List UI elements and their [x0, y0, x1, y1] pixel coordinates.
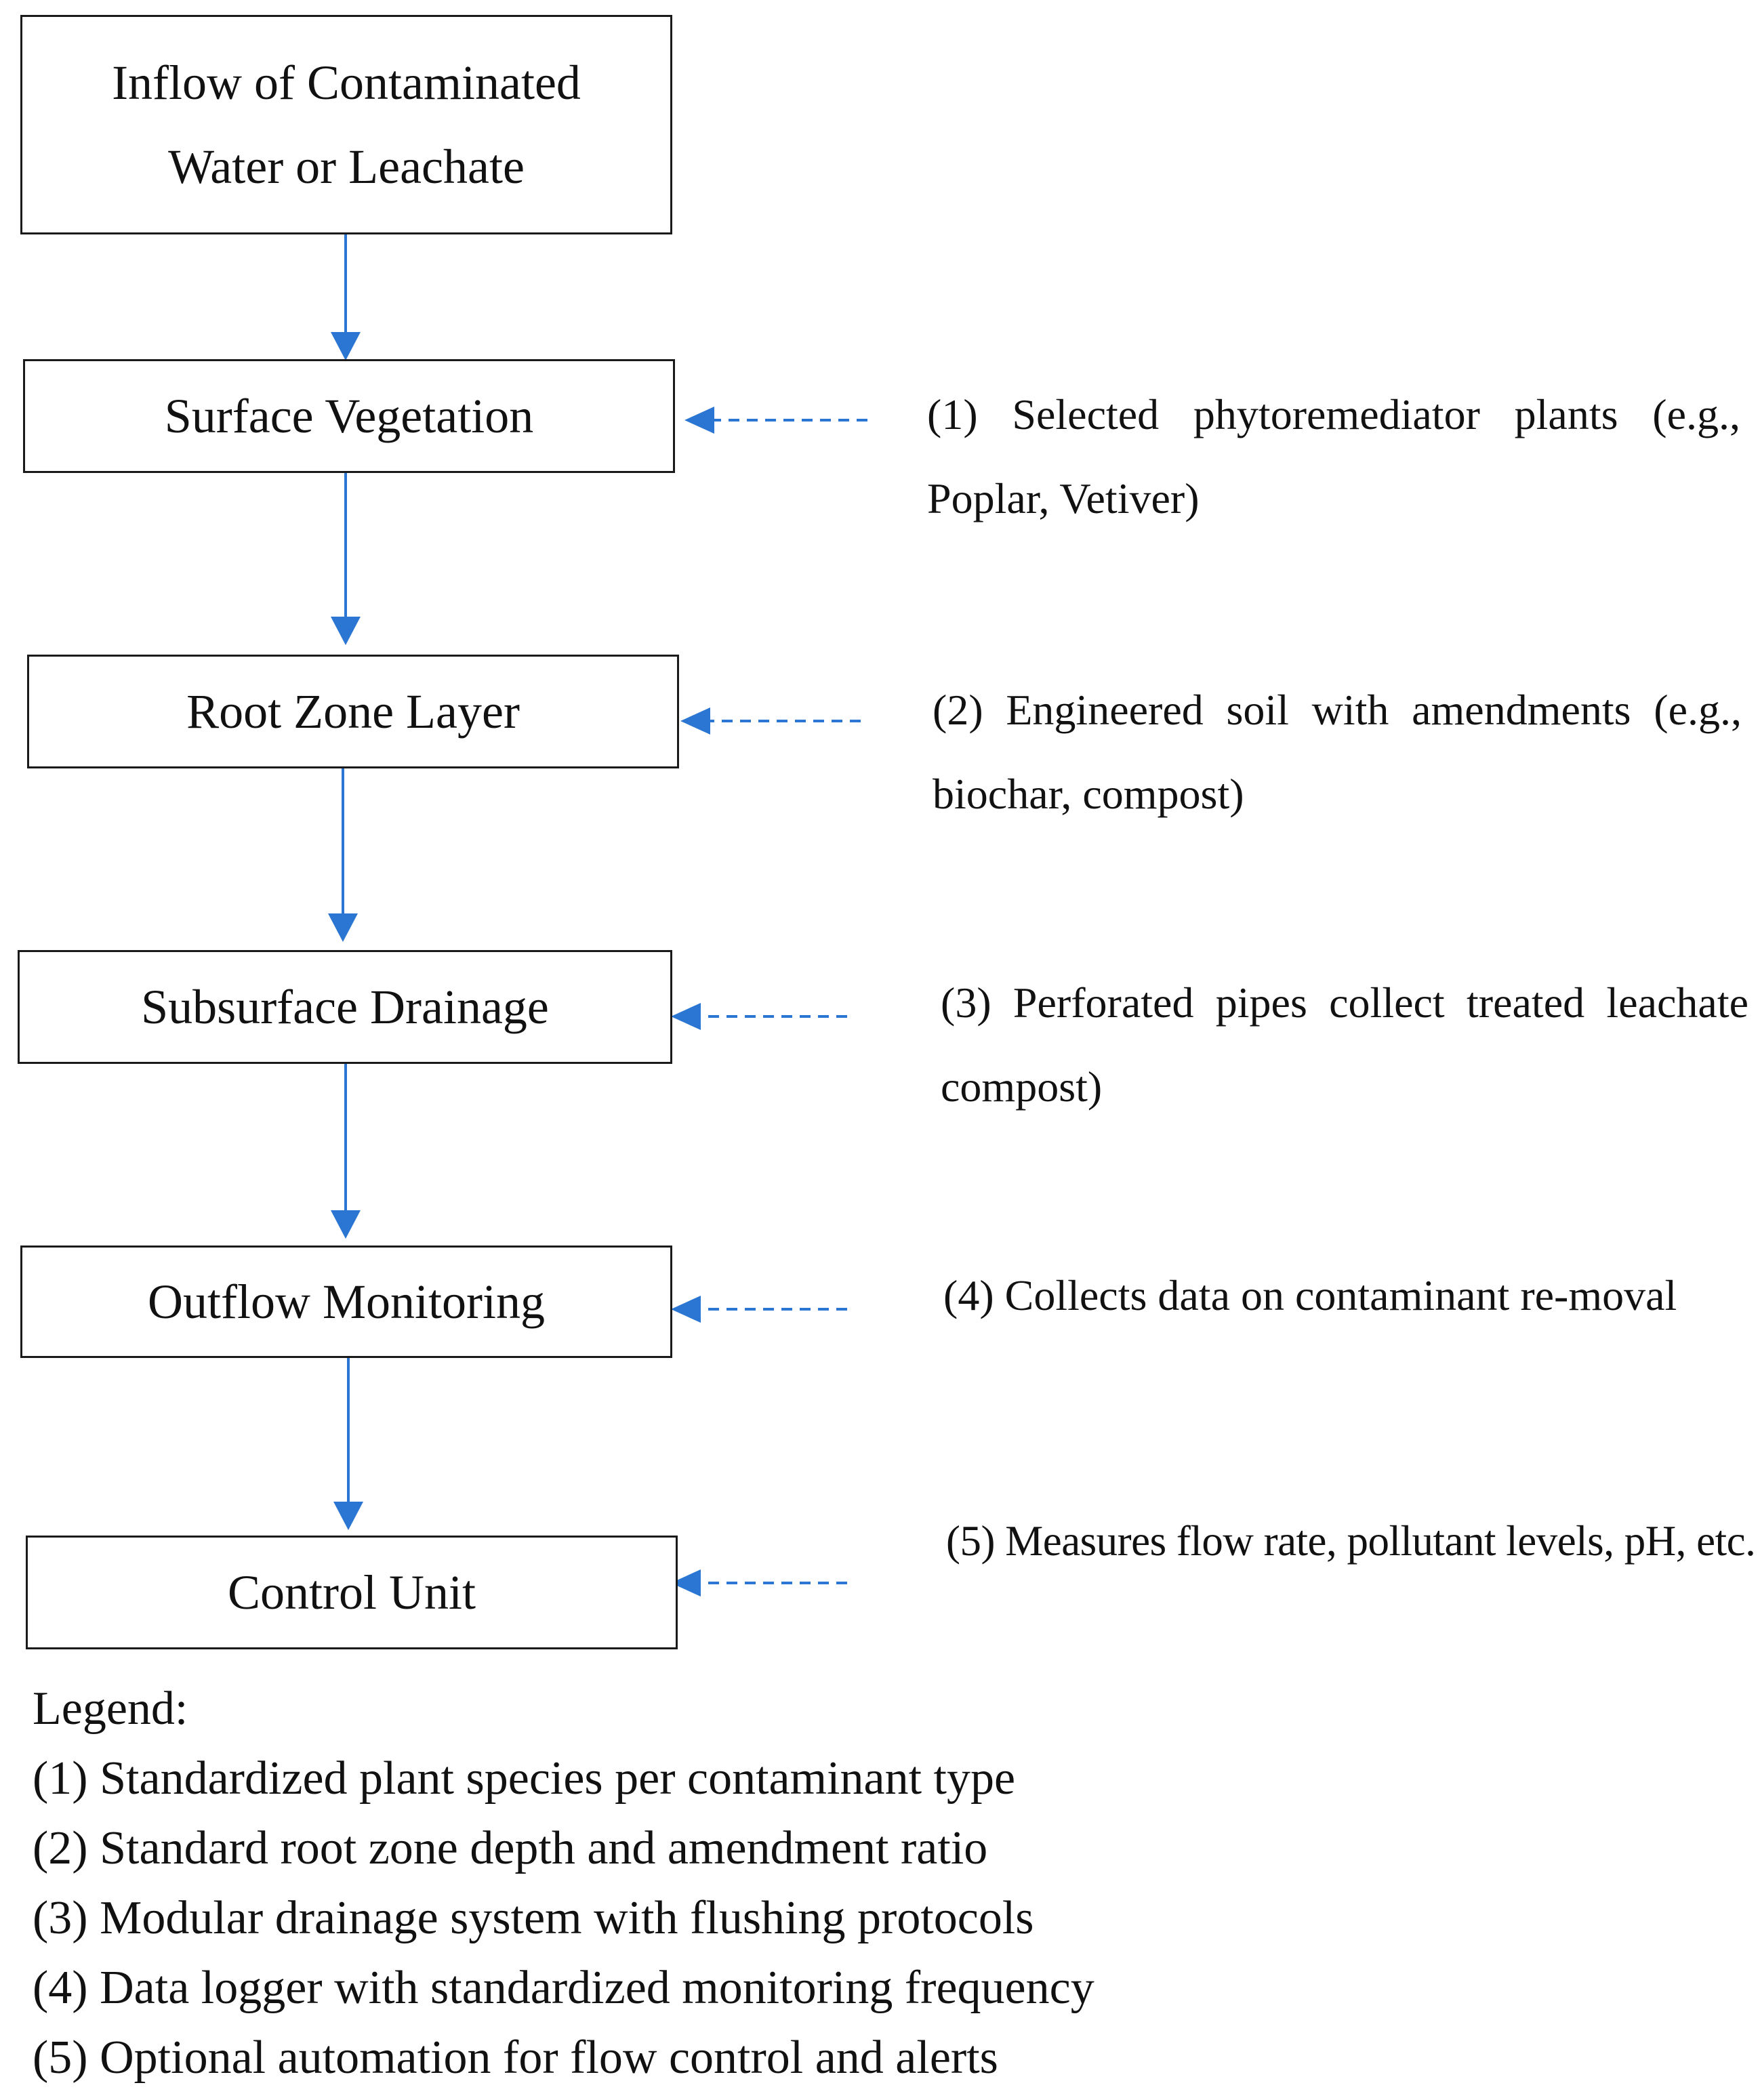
surface-vegetation-label: Surface Vegetation	[164, 389, 534, 443]
dashed-arrow-3	[671, 1003, 847, 1030]
flow-arrow-1	[331, 234, 361, 361]
legend-item-2: (2) Standard root zone depth and amendme…	[33, 1822, 988, 1874]
annotation-3: (3) Perforated pipes collect treated lea…	[941, 979, 1748, 1111]
legend-title: Legend:	[33, 1683, 188, 1735]
dashed-arrow-5	[671, 1569, 847, 1597]
dashed-arrow-1	[684, 407, 867, 434]
annotation-5: (5) Measures flow rate, pollutant levels…	[946, 1517, 1756, 1565]
inflow-box: Inflow of Contaminated Water or Leachate	[20, 15, 672, 234]
legend-item-1: (1) Standardized plant species per conta…	[33, 1752, 1016, 1805]
outflow-monitoring-label: Outflow Monitoring	[148, 1275, 545, 1329]
surface-vegetation-box: Surface Vegetation	[23, 359, 675, 473]
subsurface-drainage-label: Subsurface Drainage	[141, 980, 549, 1034]
legend-item-5: (5) Optional automation for flow control…	[33, 2032, 998, 2084]
inflow-label: Inflow of Contaminated Water or Leachate	[112, 56, 581, 194]
dashed-arrow-4	[671, 1296, 847, 1323]
subsurface-drainage-box: Subsurface Drainage	[18, 950, 672, 1064]
annotation-2: (2) Engineered soil with amendments (e.g…	[933, 686, 1742, 818]
control-unit-label: Control Unit	[227, 1565, 476, 1620]
annotation-1: (1) Selected phytoremediator plants (e.g…	[927, 390, 1740, 522]
legend-item-4: (4) Data logger with standardized monito…	[33, 1962, 1094, 2014]
flow-arrow-2	[331, 473, 361, 645]
root-zone-layer-box: Root Zone Layer	[27, 655, 679, 768]
legend-item-3: (3) Modular drainage system with flushin…	[33, 1892, 1034, 1944]
legend: Legend: (1) Standardized plant species p…	[33, 1674, 1094, 2093]
flow-arrow-3	[328, 768, 358, 942]
root-zone-layer-label: Root Zone Layer	[186, 684, 520, 739]
outflow-monitoring-box: Outflow Monitoring	[20, 1245, 672, 1358]
control-unit-box: Control Unit	[26, 1536, 678, 1649]
dashed-arrow-2	[680, 707, 861, 735]
annotation-4: (4) Collects data on contaminant re-mova…	[943, 1271, 1677, 1319]
flow-arrow-5	[333, 1358, 363, 1530]
flow-arrow-4	[331, 1064, 361, 1239]
